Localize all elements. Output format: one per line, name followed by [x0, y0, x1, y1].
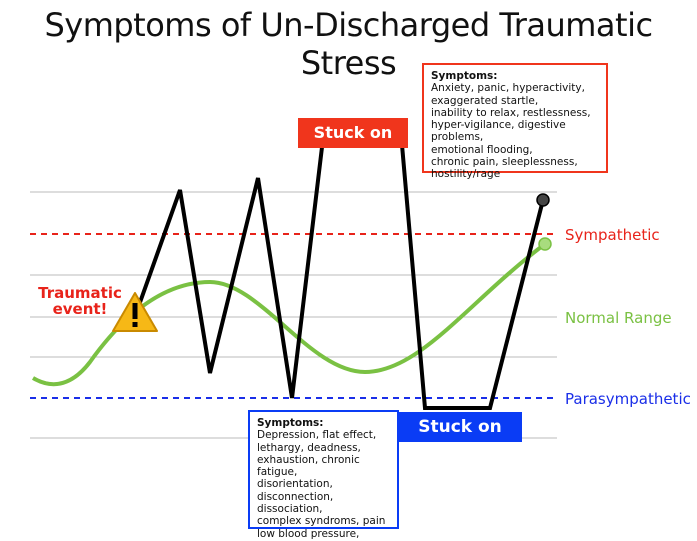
stuck-on-symptoms-box: Symptoms:Anxiety, panic, hyperactivity,e…: [422, 63, 608, 180]
symptom-line: exaggerated startle,: [431, 94, 539, 107]
stuck-off-symptoms-box: Symptoms:Depression, flat effect,letharg…: [248, 410, 399, 541]
symptom-line: poor digestion: [257, 540, 390, 541]
sympathetic-label: Sympathetic: [565, 226, 660, 244]
traumatic-event-label: Traumatic event!: [30, 285, 130, 317]
normal-range-label: Normal Range: [565, 309, 672, 327]
symptom-line: disorientation,: [257, 478, 333, 491]
symptom-line: emotional flooding,: [431, 143, 533, 156]
symptoms-heading: Symptoms:: [431, 70, 498, 82]
stuck-off-badge: Stuck on OFF: [398, 412, 522, 467]
traumatic-line1: Traumatic: [38, 284, 122, 302]
symptom-line: Anxiety, panic, hyperactivity,: [431, 82, 585, 95]
traumatic-line2: event!: [52, 300, 108, 318]
symptom-line: complex syndroms, pain: [257, 515, 386, 528]
symptom-line: lethargy, deadness,: [257, 441, 361, 454]
stress-response-line: [136, 120, 545, 410]
diagram-title: Symptoms of Un-Discharged Traumatic Stre…: [44, 6, 653, 82]
normal-range-curve: [31, 242, 547, 387]
parasympathetic-label: Parasympathetic: [565, 390, 691, 408]
symptom-line: low blood pressure,: [257, 527, 360, 540]
symptom-line: inability to relax, restlessness,: [431, 106, 591, 119]
symptom-line: chronic pain, sleeplessness,: [431, 156, 578, 169]
symptom-line: exhaustion, chronic fatigue,: [257, 453, 360, 479]
symptom-line: hyper-vigilance, digestive problems,: [431, 119, 566, 144]
warning-icon: [112, 292, 158, 332]
symptom-line: disconnection, dissociation,: [257, 490, 334, 516]
symptom-line: hostility/rage: [431, 168, 501, 181]
normal-endpoint: [538, 237, 552, 251]
stress-endpoint: [536, 193, 550, 207]
stuck-on-badge: Stuck on ON: [298, 118, 408, 172]
symptoms-heading: Symptoms:: [257, 417, 324, 429]
symptom-line: Depression, flat effect,: [257, 429, 377, 442]
